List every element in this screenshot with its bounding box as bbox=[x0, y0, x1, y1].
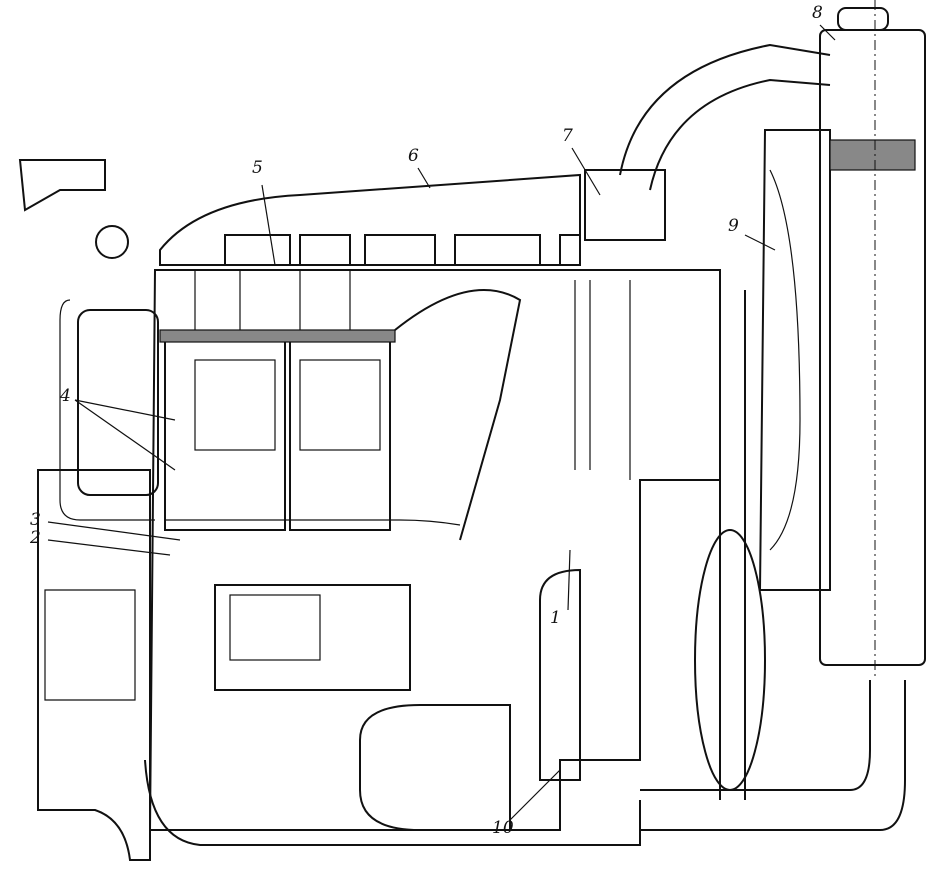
cylinders bbox=[159, 270, 461, 531]
fan-belt bbox=[719, 290, 746, 800]
cylinder-head-channels bbox=[224, 234, 581, 265]
callout-9: 9 bbox=[728, 216, 739, 236]
callout-3: 3 bbox=[30, 510, 41, 530]
upper-hose bbox=[619, 43, 831, 176]
front-ducting bbox=[574, 280, 631, 480]
mount-bracket bbox=[18, 159, 106, 212]
radiator-tank bbox=[819, 29, 926, 666]
filler-cap bbox=[837, 7, 889, 31]
lower-hose bbox=[640, 680, 871, 791]
oil-pan bbox=[144, 759, 641, 846]
oil-pipe bbox=[59, 299, 155, 521]
housing-plate bbox=[44, 589, 136, 701]
callout-8: 8 bbox=[812, 3, 823, 23]
starter-motor bbox=[214, 584, 411, 691]
callout-7: 7 bbox=[562, 126, 573, 146]
callout-4: 4 bbox=[60, 386, 71, 406]
central-duct bbox=[394, 289, 522, 541]
pump-pulley bbox=[95, 225, 129, 259]
callout-1: 1 bbox=[550, 608, 561, 628]
crank-pulley bbox=[694, 529, 766, 791]
callout-2: 2 bbox=[30, 528, 41, 548]
leader-lines bbox=[47, 24, 836, 821]
engine-block bbox=[148, 269, 721, 831]
callout-10: 10 bbox=[492, 818, 514, 838]
callout-6: 6 bbox=[408, 146, 419, 166]
air-duct-cover bbox=[159, 173, 581, 266]
thermostat bbox=[584, 169, 666, 241]
callout-5: 5 bbox=[252, 158, 263, 178]
oil-tank bbox=[359, 704, 511, 831]
flywheel-housing bbox=[37, 469, 151, 861]
pipe-riser bbox=[539, 568, 581, 781]
fan-housing bbox=[758, 129, 831, 591]
